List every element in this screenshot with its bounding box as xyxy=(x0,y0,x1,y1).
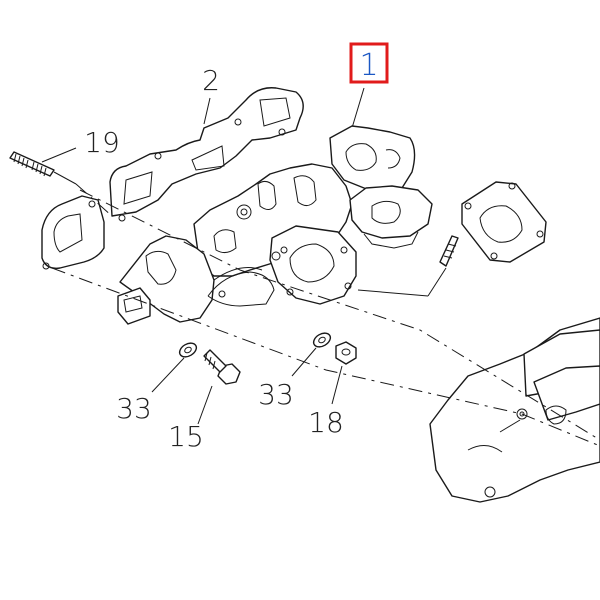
leader-33-left xyxy=(151,357,185,393)
nut xyxy=(335,341,357,365)
stud-bolt xyxy=(9,151,77,185)
highlight-box xyxy=(349,42,389,84)
leader-15 xyxy=(197,385,213,425)
callout-label-1: 1 xyxy=(359,48,378,83)
leader-19 xyxy=(41,147,77,163)
bolt xyxy=(203,349,241,385)
callout-label-18[interactable]: 18 xyxy=(308,406,344,439)
callout-1-highlight[interactable]: 1 xyxy=(349,42,389,84)
turbocharger xyxy=(429,317,600,503)
manifold-gasket xyxy=(109,87,304,222)
egr-gasket xyxy=(461,181,547,263)
exhaust-manifold xyxy=(117,125,433,325)
leader-egr xyxy=(357,289,429,297)
leader-1 xyxy=(351,87,365,129)
centre-axis-line xyxy=(51,267,600,447)
left-flange-gasket xyxy=(41,195,105,270)
leader-2 xyxy=(203,97,211,125)
leader-33-right xyxy=(291,347,317,377)
washer-right xyxy=(312,332,332,348)
axis-line-stud xyxy=(75,183,113,217)
callout-label-2[interactable]: 2 xyxy=(202,64,220,97)
leader-18 xyxy=(331,365,343,405)
callout-label-19[interactable]: 19 xyxy=(84,126,120,159)
callout-label-15[interactable]: 15 xyxy=(168,420,204,453)
axis-line-upper xyxy=(79,189,600,441)
washer-left xyxy=(178,342,198,358)
small-stud xyxy=(427,235,459,297)
callout-label-33-left[interactable]: 33 xyxy=(116,392,152,425)
callout-label-33-right[interactable]: 33 xyxy=(258,378,294,411)
